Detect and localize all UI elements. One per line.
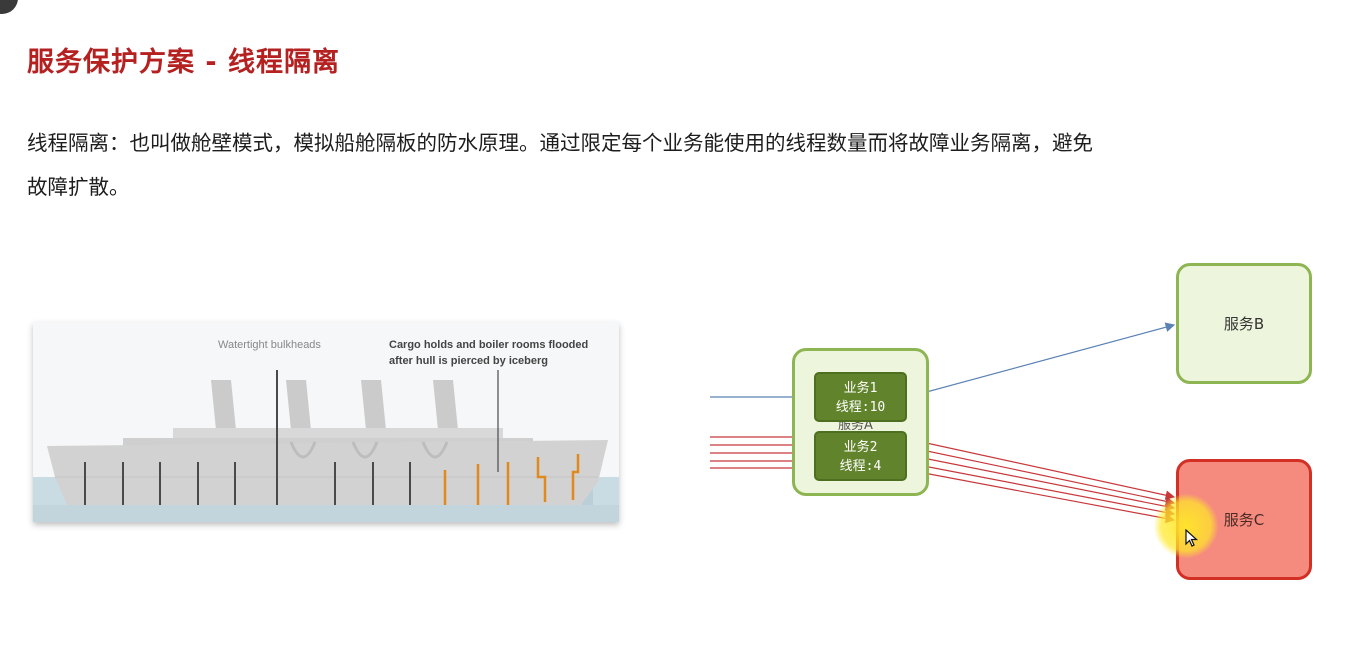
- ship-bulkhead-illustration: Watertight bulkheads Cargo holds and boi…: [33, 322, 619, 522]
- business-1-threads: 线程:10: [835, 400, 886, 415]
- service-b-box: 服务B: [1176, 263, 1312, 384]
- request-flow-arrows: [710, 322, 1176, 524]
- ship-drawing: [33, 370, 619, 522]
- ship-hull: [47, 440, 608, 505]
- flooded-bulkheads: [443, 454, 580, 505]
- cursor-highlight: [1154, 494, 1218, 558]
- label-flooded-compartments: Cargo holds and boiler rooms flooded aft…: [389, 339, 589, 367]
- business-1-name: 业务1: [843, 381, 878, 396]
- slide-description: 线程隔离：也叫做舱壁模式，模拟船舱隔板的防水原理。通过限定每个业务能使用的线程数…: [27, 131, 1093, 199]
- slide-title: 服务保护方案 - 线程隔离: [27, 47, 341, 78]
- hull-arches: [289, 441, 449, 459]
- corner-avatar-mark: [0, 0, 18, 14]
- mouse-pointer-icon: [1185, 529, 1199, 547]
- business-2-name: 业务2: [843, 440, 878, 455]
- label-watertight-bulkheads: Watertight bulkheads: [218, 339, 321, 351]
- service-c-box: 服务C: [1176, 459, 1312, 580]
- ship-funnels: [211, 380, 459, 440]
- request-arrows-to-service-c: [907, 438, 1176, 524]
- business-2-threads: 线程:4: [839, 459, 882, 474]
- request-arrow-to-service-b: [907, 322, 1176, 398]
- water-lower: [33, 505, 619, 522]
- bulkheads: [84, 370, 411, 505]
- business-1-box: 业务1 线程:10: [814, 372, 907, 422]
- business-2-box: 业务2 线程:4: [814, 431, 907, 481]
